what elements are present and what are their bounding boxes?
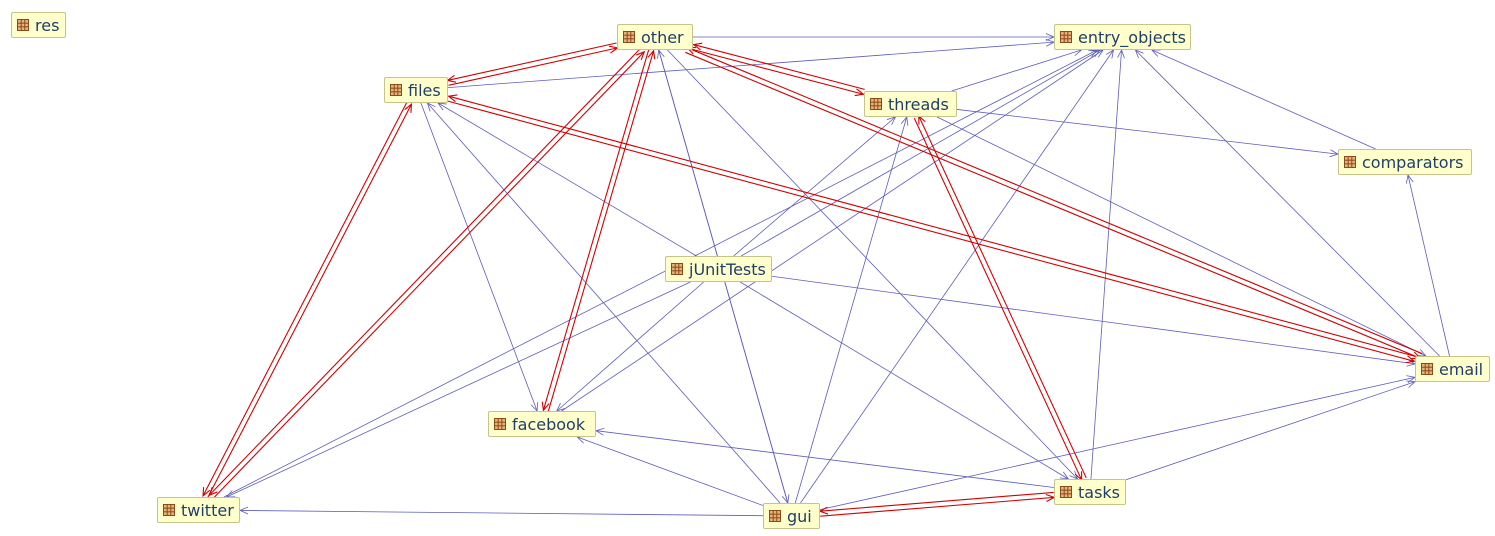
dependency-edge-threads-to-entry_objects [951, 48, 1083, 92]
dependency-edge-other-to-threads [692, 48, 865, 97]
dependency-edge-files-to-email [447, 100, 1416, 364]
dependency-edge-threads-to-comparators [956, 109, 1339, 158]
dependency-edge-gui-to-threads [794, 116, 909, 504]
dependency-edge-jUnitTests-to-files [437, 102, 697, 257]
dependency-edge-email-to-files [447, 94, 1416, 358]
dependency-edge-tasks-to-gui [818, 491, 1054, 515]
dependency-edge-jUnitTests-to-email [771, 275, 1416, 367]
dependency-edge-gui-to-files [426, 102, 781, 504]
package-label: threads [888, 94, 949, 114]
package-facebook[interactable]: facebook [488, 411, 596, 437]
package-label: jUnitTests [689, 259, 766, 279]
package-icon [870, 98, 882, 110]
package-label: tasks [1078, 482, 1121, 502]
dependency-edge-other-to-entry_objects [693, 33, 1055, 41]
package-twitter[interactable]: twitter [157, 497, 240, 523]
package-threads[interactable]: threads [864, 91, 957, 117]
dependency-edge-gui-to-twitter [239, 506, 764, 517]
dependency-edge-files-to-other [448, 45, 619, 86]
package-label: res [35, 15, 60, 35]
dependency-edge-files-to-entry_objects [447, 38, 1055, 88]
dependency-edge-jUnitTests-to-twitter [225, 281, 691, 498]
dependency-edge-tasks-to-entry_objects [1090, 49, 1125, 480]
dependency-edge-tasks-to-email [1125, 380, 1416, 481]
package-icon [623, 31, 635, 43]
dependency-edge-threads-to-other [692, 42, 865, 90]
package-comparators[interactable]: comparators [1338, 149, 1472, 175]
package-label: files [408, 80, 441, 100]
package-gui[interactable]: gui [763, 503, 820, 529]
package-entry-objects[interactable]: entry_objects [1054, 24, 1191, 50]
dependency-edge-gui-to-facebook [576, 436, 764, 506]
dependency-edge-other-to-email [685, 51, 1422, 360]
package-icon [1060, 31, 1072, 43]
package-tasks[interactable]: tasks [1054, 479, 1126, 505]
package-label: facebook [512, 414, 586, 434]
package-junittests[interactable]: jUnitTests [665, 256, 772, 282]
package-icon [1060, 486, 1072, 498]
package-icon [1344, 156, 1356, 168]
package-label: gui [787, 506, 812, 526]
dependency-edge-tasks-to-facebook [595, 427, 1055, 488]
dependency-edge-gui-to-tasks [820, 494, 1056, 517]
package-label: comparators [1362, 152, 1464, 172]
package-icon [494, 418, 506, 430]
dependency-edge-files-to-facebook [420, 102, 538, 412]
dependency-edge-email-to-comparators [1405, 174, 1450, 357]
dependency-edge-tasks-to-threads [918, 114, 1087, 479]
package-icon [163, 504, 175, 516]
package-icon [17, 19, 29, 31]
dependency-edge-comparators-to-entry_objects [1150, 49, 1376, 150]
dependency-edge-jUnitTests-to-entry_objects [740, 49, 1101, 257]
package-icon [390, 84, 402, 96]
dependency-edge-facebook-to-entry_objects [561, 49, 1104, 412]
package-label: entry_objects [1078, 27, 1186, 47]
package-icon [769, 510, 781, 522]
package-label: twitter [181, 500, 234, 520]
dependency-edge-twitter-to-files [206, 102, 413, 499]
package-icon [671, 263, 683, 275]
package-other[interactable]: other [617, 24, 693, 50]
dependency-edge-email-to-other [685, 46, 1423, 355]
dependency-edge-other-to-facebook [541, 49, 650, 412]
dependency-edge-other-to-files [446, 42, 617, 83]
dependency-edge-twitter-to-other [212, 50, 646, 500]
dependency-edge-twitter-to-entry_objects [223, 49, 1098, 498]
dependency-edge-files-to-twitter [202, 101, 408, 498]
package-label: email [1439, 359, 1484, 379]
package-res[interactable]: res [11, 12, 66, 38]
dependency-edge-facebook-to-other [547, 49, 656, 412]
package-files[interactable]: files [384, 77, 448, 103]
dependency-edge-gui-to-entry_objects [800, 49, 1115, 504]
dependency-edge-email-to-entry_objects [1134, 49, 1440, 357]
package-label: other [641, 27, 684, 47]
package-email[interactable]: email [1415, 356, 1490, 382]
dependency-edge-jUnitTests-to-tasks [739, 281, 1070, 480]
dependency-edge-jUnitTests-to-threads [733, 116, 897, 257]
package-icon [1421, 363, 1433, 375]
